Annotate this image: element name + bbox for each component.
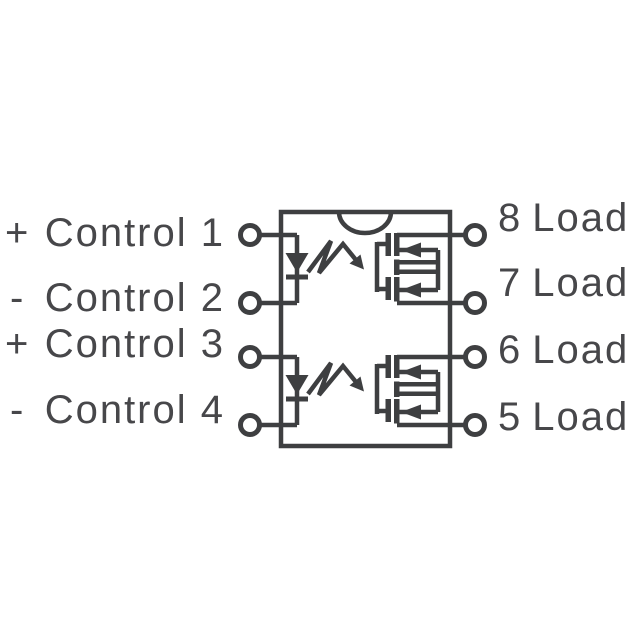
polarity-plus-sign: + [5, 322, 31, 366]
package-notch [336, 211, 394, 236]
pin-label-control-1: + Control 1 [3, 211, 225, 255]
led-symbol [285, 253, 309, 273]
pin-number: 7 [498, 261, 523, 305]
pin-label-text: Load [532, 196, 630, 240]
pin-terminal-left-bottom [238, 291, 262, 315]
mosfet-gate-plate-bottom [385, 277, 391, 300]
pin-label-text: Load [532, 395, 630, 439]
mosfet-gate-wires [374, 241, 387, 292]
ic-package-outline [278, 209, 453, 449]
pin-label-load-6: 6 Load [498, 328, 629, 372]
pin-terminal-right-top [463, 223, 487, 247]
mosfet-body-bar-2 [399, 269, 438, 274]
pin-terminal-right-bottom [463, 291, 487, 315]
pin-number: 6 [498, 328, 523, 372]
mosfet-body-arrow-top [401, 242, 421, 258]
polarity-minus-sign: - [10, 276, 26, 320]
pin-label-load-8: 8 Load [498, 196, 629, 240]
pin-label-text: Control 1 [44, 211, 225, 255]
polarity-minus-sign: - [10, 388, 26, 432]
pin-label-text: Control 4 [44, 388, 225, 432]
pin-label-text: Load [532, 261, 630, 305]
mosfet-symbol [374, 232, 466, 306]
pin-label-control-3: + Control 3 [3, 322, 225, 366]
mosfet-drain-rails [397, 232, 466, 306]
led-input-wires [254, 232, 300, 306]
pin-label-load-7: 7 Load [498, 261, 629, 305]
optocoupler-channel-1 [238, 223, 487, 315]
pin-label-text: Load [532, 328, 630, 372]
light-emission-arrow [306, 239, 358, 275]
mosfet-gate-plate-top [385, 233, 391, 256]
pin-number: 5 [498, 395, 523, 439]
pin-label-load-5: 5 Load [498, 395, 629, 439]
pin-terminal-left-top [238, 223, 262, 247]
pin-label-text: Control 2 [44, 276, 225, 320]
mosfet-channel-top [394, 233, 400, 256]
light-arrow-head-icon [349, 254, 364, 270]
pin-number: 8 [498, 196, 523, 240]
pin-label-control-4: - Control 4 [3, 388, 225, 432]
pin-label-text: Control 3 [44, 322, 225, 366]
mosfet-channel-bottom [394, 277, 400, 302]
mosfet-body-bar-1 [399, 260, 438, 265]
mosfet-body-arrow-bottom [401, 282, 421, 298]
polarity-plus-sign: + [5, 211, 31, 255]
pin-label-control-2: - Control 2 [3, 276, 225, 320]
mosfet-channel-mid [394, 259, 400, 275]
